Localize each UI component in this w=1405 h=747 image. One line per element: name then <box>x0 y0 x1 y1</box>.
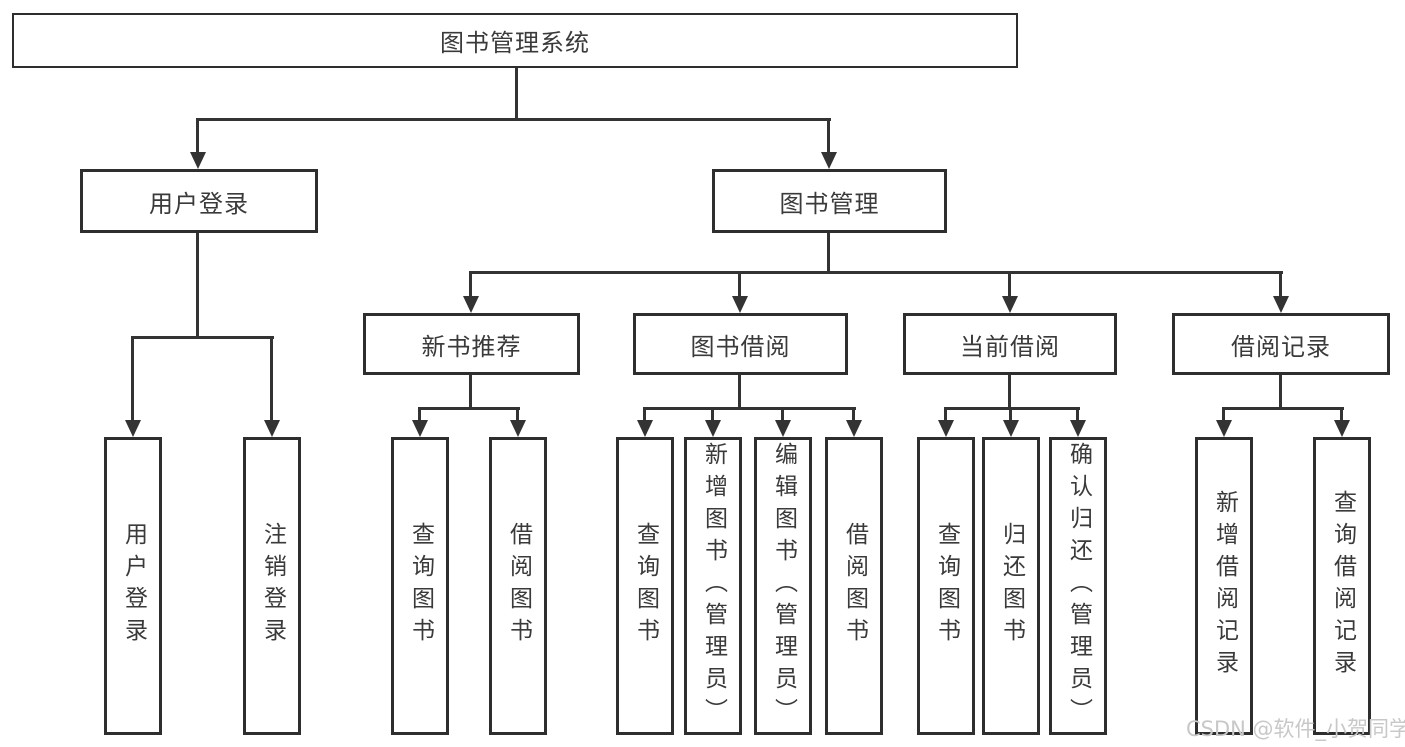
connector-book-management-stem <box>827 233 830 273</box>
connector-drop-borrow-books-2 <box>852 407 855 421</box>
leaf-add-borrow-record-label: 新增借阅记录 <box>1211 490 1238 682</box>
leaf-borrow-books-2-label: 借阅图书 <box>841 522 868 650</box>
leaf-query-borrow-record: 查询借阅记录 <box>1313 437 1371 735</box>
connector-current-borrow-stem <box>1008 375 1011 409</box>
connector-drop-borrow-records <box>1279 271 1282 298</box>
arrowhead-query-books-1 <box>412 420 428 437</box>
connector-drop-query-books-1 <box>418 407 421 421</box>
connector-drop-return-books <box>1009 407 1012 421</box>
arrowhead-borrow-books-2 <box>846 420 862 437</box>
node-book-management-label: 图书管理 <box>779 189 880 218</box>
node-new-book-recommend-label: 新书推荐 <box>421 332 522 361</box>
leaf-borrow-books-2: 借阅图书 <box>825 437 883 735</box>
connector-drop-new-book <box>469 271 472 298</box>
connector-drop-borrow-books-1 <box>516 407 519 421</box>
arrowhead-current-borrow <box>1002 296 1018 313</box>
connector-new-book-rail <box>418 407 520 410</box>
connector-drop-confirm-return <box>1076 407 1079 421</box>
connector-book-borrow-rail <box>643 407 856 410</box>
connector-drop-query-record <box>1340 407 1343 421</box>
leaf-logout-label: 注销登录 <box>259 522 286 650</box>
leaf-user-login: 用户登录 <box>104 437 162 735</box>
leaf-confirm-return-admin-label: 确认归还（管理员） <box>1065 442 1092 730</box>
leaf-borrow-books-1-label: 借阅图书 <box>505 522 532 650</box>
arrowhead-add-books <box>705 420 721 437</box>
leaf-query-books-2-label: 查询图书 <box>632 522 659 650</box>
arrowhead-leaf-user-login <box>125 420 141 437</box>
leaf-query-borrow-record-label: 查询借阅记录 <box>1329 490 1356 682</box>
leaf-query-books-3: 查询图书 <box>917 437 975 735</box>
node-user-login: 用户登录 <box>80 169 318 233</box>
arrowhead-add-record <box>1216 420 1232 437</box>
arrowhead-query-books-2 <box>637 420 653 437</box>
arrowhead-borrow-books-1 <box>510 420 526 437</box>
arrowhead-return-books <box>1003 420 1019 437</box>
connector-borrow-records-stem <box>1279 375 1282 409</box>
arrowhead-book-management <box>821 152 837 169</box>
node-new-book-recommend: 新书推荐 <box>363 313 580 375</box>
arrowhead-new-book <box>463 296 479 313</box>
leaf-query-books-1: 查询图书 <box>391 437 449 735</box>
connector-drop-book-management <box>827 118 830 153</box>
node-user-login-label: 用户登录 <box>149 189 249 218</box>
connector-level1-rail <box>196 118 831 121</box>
arrowhead-leaf-logout <box>264 420 280 437</box>
connector-user-login-stem <box>196 233 199 338</box>
connector-root-stem <box>515 68 518 120</box>
connector-new-book-stem <box>469 375 472 409</box>
node-root-label: 图书管理系统 <box>440 29 590 57</box>
leaf-add-books-admin-label: 新增图书（管理员） <box>700 442 727 730</box>
node-current-borrow: 当前借阅 <box>903 313 1117 375</box>
connector-user-login-rail <box>131 336 274 339</box>
leaf-logout: 注销登录 <box>243 437 301 735</box>
leaf-add-borrow-record: 新增借阅记录 <box>1195 437 1253 735</box>
connector-drop-current-borrow <box>1008 271 1011 298</box>
node-book-management: 图书管理 <box>712 169 947 233</box>
node-book-borrow-label: 图书借阅 <box>690 332 791 361</box>
arrowhead-borrow-records <box>1273 296 1289 313</box>
connector-drop-add-books <box>711 407 714 421</box>
leaf-query-books-2: 查询图书 <box>616 437 674 735</box>
connector-drop-leaf-user-login <box>131 336 134 421</box>
leaf-return-books: 归还图书 <box>982 437 1040 735</box>
connector-book-borrow-stem <box>738 375 741 409</box>
connector-drop-leaf-logout <box>270 336 273 421</box>
connector-drop-add-record <box>1222 407 1225 421</box>
node-current-borrow-label: 当前借阅 <box>960 332 1060 361</box>
arrowhead-user-login <box>190 152 206 169</box>
leaf-edit-books-admin-label: 编辑图书（管理员） <box>770 442 797 730</box>
node-root-system: 图书管理系统 <box>12 13 1018 68</box>
node-borrow-records: 借阅记录 <box>1172 313 1390 375</box>
arrowhead-query-record <box>1334 420 1350 437</box>
connector-borrow-records-rail <box>1222 407 1344 410</box>
connector-drop-query-books-3 <box>944 407 947 421</box>
leaf-borrow-books-1: 借阅图书 <box>489 437 547 735</box>
connector-drop-edit-books <box>781 407 784 421</box>
connector-drop-user-login <box>196 118 199 153</box>
leaf-add-books-admin: 新增图书（管理员） <box>684 437 742 735</box>
leaf-user-login-label: 用户登录 <box>120 522 147 650</box>
arrowhead-edit-books <box>775 420 791 437</box>
connector-current-borrow-rail <box>944 407 1080 410</box>
arrowhead-query-books-3 <box>938 420 954 437</box>
connector-drop-query-books-2 <box>643 407 646 421</box>
leaf-return-books-label: 归还图书 <box>998 522 1025 650</box>
leaf-confirm-return-admin: 确认归还（管理员） <box>1049 437 1107 735</box>
arrowhead-book-borrow <box>732 296 748 313</box>
node-borrow-records-label: 借阅记录 <box>1231 332 1331 361</box>
csdn-watermark: CSDN @软件_小贺同学 <box>1186 717 1405 741</box>
node-book-borrow: 图书借阅 <box>633 313 848 375</box>
leaf-query-books-3-label: 查询图书 <box>933 522 960 650</box>
connector-modules-rail <box>469 271 1283 274</box>
leaf-edit-books-admin: 编辑图书（管理员） <box>754 437 812 735</box>
connector-drop-book-borrow <box>738 271 741 298</box>
arrowhead-confirm-return <box>1070 420 1086 437</box>
leaf-query-books-1-label: 查询图书 <box>407 522 434 650</box>
